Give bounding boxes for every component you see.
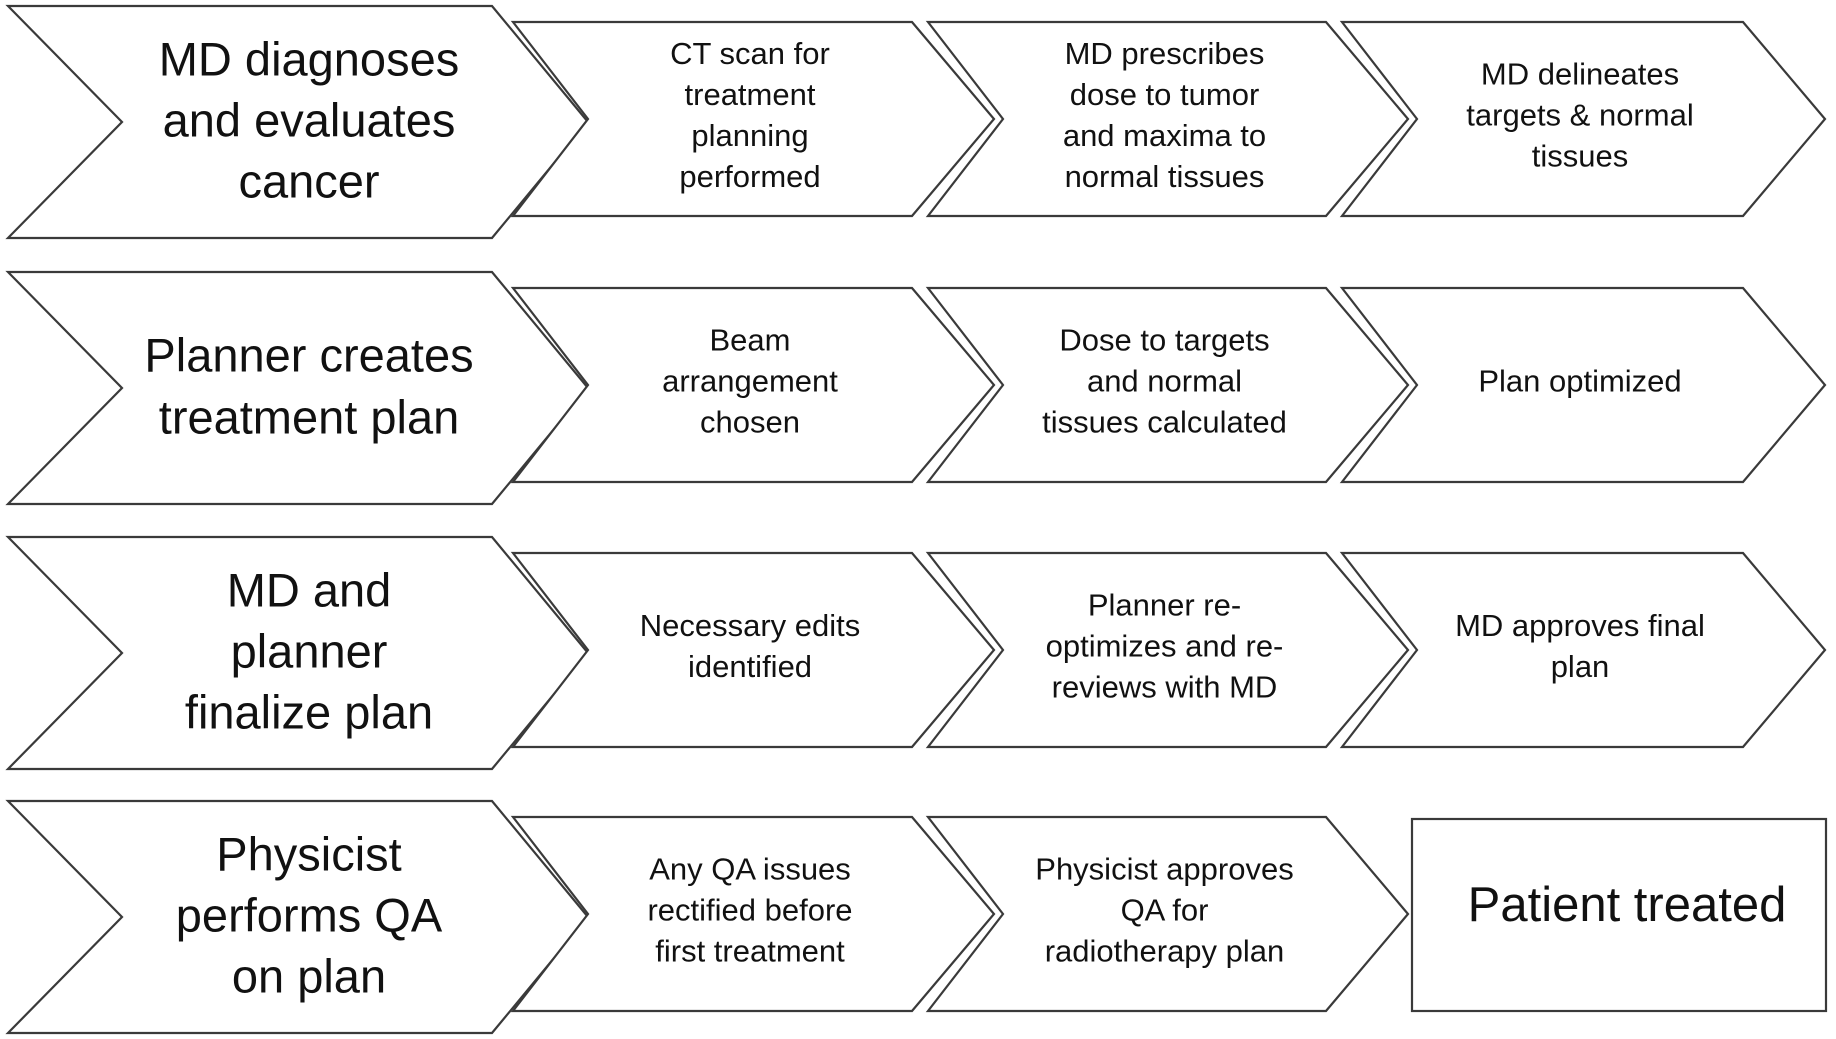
step-text-line-2: arrangement [662, 364, 838, 399]
step-text-line-3: chosen [700, 405, 800, 440]
step-chevron-shape [925, 20, 1410, 218]
step-text-line-1: MD approves final [1455, 608, 1705, 643]
lead-chevron-shape [5, 535, 590, 771]
step-chevron-shape [925, 551, 1410, 749]
lead-text-line-1: Physicist [216, 828, 401, 881]
lead-chevron-shape [5, 270, 590, 506]
lead-chevron-shape [5, 4, 590, 240]
step-text-line-2: plan [1551, 649, 1610, 684]
row-4-lead-chevron: Physicist performs QA on plan [5, 799, 590, 1035]
step-text-line-1: MD delineates [1481, 57, 1679, 92]
step-text-line-1: Plan optimized [1478, 364, 1681, 399]
step-text-line-3: reviews with MD [1052, 670, 1278, 705]
step-text-line-4: normal tissues [1065, 159, 1265, 194]
row-2-step-3-chevron: Plan optimized [1339, 286, 1827, 484]
step-text-line-1: Beam [710, 323, 791, 358]
step-chevron-shape [510, 815, 996, 1013]
step-chevron-shape [1339, 286, 1827, 484]
lead-text-line-2: planner [231, 625, 388, 678]
step-text-line-1: Necessary edits [640, 608, 861, 643]
workflow-row-4: Physicist performs QA on plan Any QA issues… [5, 799, 1828, 1035]
lead-text-line-2: treatment plan [159, 391, 459, 444]
step-chevron-shape [510, 286, 996, 484]
step-text-line-1: Dose to targets [1059, 323, 1269, 358]
workflow-row-2: Planner creates treatment plan Beam arrange… [5, 270, 1827, 506]
lead-text-line-3: finalize plan [185, 686, 433, 739]
row-4-step-2-chevron: Physicist approves QA for radiotherapy pla… [925, 815, 1410, 1013]
step-chevron-shape [510, 20, 996, 218]
row-3-step-2-chevron: Planner re-optimizes and re-reviews with… [925, 551, 1410, 749]
lead-text-line-3: cancer [238, 155, 379, 208]
step-text-line-3: first treatment [655, 934, 845, 969]
final-box-shape [1410, 817, 1828, 1013]
step-text-line-1: MD prescribes [1065, 36, 1265, 71]
row-2-step-2-chevron: Dose to targets and normal tissues calcula… [925, 286, 1410, 484]
step-text-line-3: and maxima to [1063, 118, 1266, 153]
row-2-step-1-chevron: Beam arrangement chosen [510, 286, 996, 484]
workflow-row-3: MD and planner finalize plan Necessary edit… [5, 535, 1827, 771]
step-text-line-2: QA for [1121, 893, 1209, 928]
row-1-step-1-chevron: CT scan for treatment planning performed [510, 20, 996, 218]
step-text-line-2: dose to tumor [1070, 77, 1260, 112]
step-text-line-1: CT scan for [670, 36, 830, 71]
lead-text-line-2: and evaluates [163, 94, 456, 147]
step-text-line-2: treatment [685, 77, 816, 112]
row-3-step-3-chevron: MD approves final plan [1339, 551, 1827, 749]
step-chevron-shape [1339, 551, 1827, 749]
step-text-line-1: Any QA issues [649, 852, 851, 887]
step-text-line-2: optimizes and re- [1046, 629, 1284, 664]
lead-chevron-shape [5, 799, 590, 1035]
step-chevron-shape [925, 815, 1410, 1013]
workflow-row-1: MD diagnoses and evaluates cancer CT scan f… [5, 4, 1827, 240]
step-chevron-shape [925, 286, 1410, 484]
final-text-line-1: Patient treated [1468, 878, 1787, 932]
step-text-line-2: identified [688, 649, 812, 684]
step-text-line-1: Physicist approves [1035, 852, 1293, 887]
step-text-line-3: radiotherapy plan [1045, 934, 1285, 969]
row-2-lead-chevron: Planner creates treatment plan [5, 270, 590, 506]
lead-text-line-1: MD diagnoses [159, 33, 459, 86]
patient-treated-box: Patient treated [1410, 817, 1828, 1013]
row-3-step-1-chevron: Necessary edits identified [510, 551, 996, 749]
step-text-line-4: performed [679, 159, 820, 194]
lead-text-line-3: on plan [232, 950, 386, 1003]
step-text-line-1: Planner re- [1088, 588, 1241, 623]
lead-text-line-1: Planner creates [144, 329, 473, 382]
step-chevron-shape [510, 551, 996, 749]
step-text-line-3: tissues [1532, 139, 1628, 174]
lead-text-line-2: performs QA [176, 889, 443, 942]
row-4-step-1-chevron: Any QA issues rectified before first treat… [510, 815, 996, 1013]
row-3-lead-chevron: MD and planner finalize plan [5, 535, 590, 771]
step-text-line-2: and normal [1087, 364, 1242, 399]
step-text-line-2: targets & normal [1466, 98, 1693, 133]
row-1-lead-chevron: MD diagnoses and evaluates cancer [5, 4, 590, 240]
row-1-step-3-chevron: MD delineates targets & normal tissues [1339, 20, 1827, 218]
row-1-step-2-chevron: MD prescribes dose to tumor and maxima to n… [925, 20, 1410, 218]
step-text-line-3: planning [691, 118, 808, 153]
lead-text-line-1: MD and [227, 564, 392, 617]
step-text-line-2: rectified before [647, 893, 852, 928]
step-text-line-3: tissues calculated [1042, 405, 1287, 440]
step-chevron-shape [1339, 20, 1827, 218]
